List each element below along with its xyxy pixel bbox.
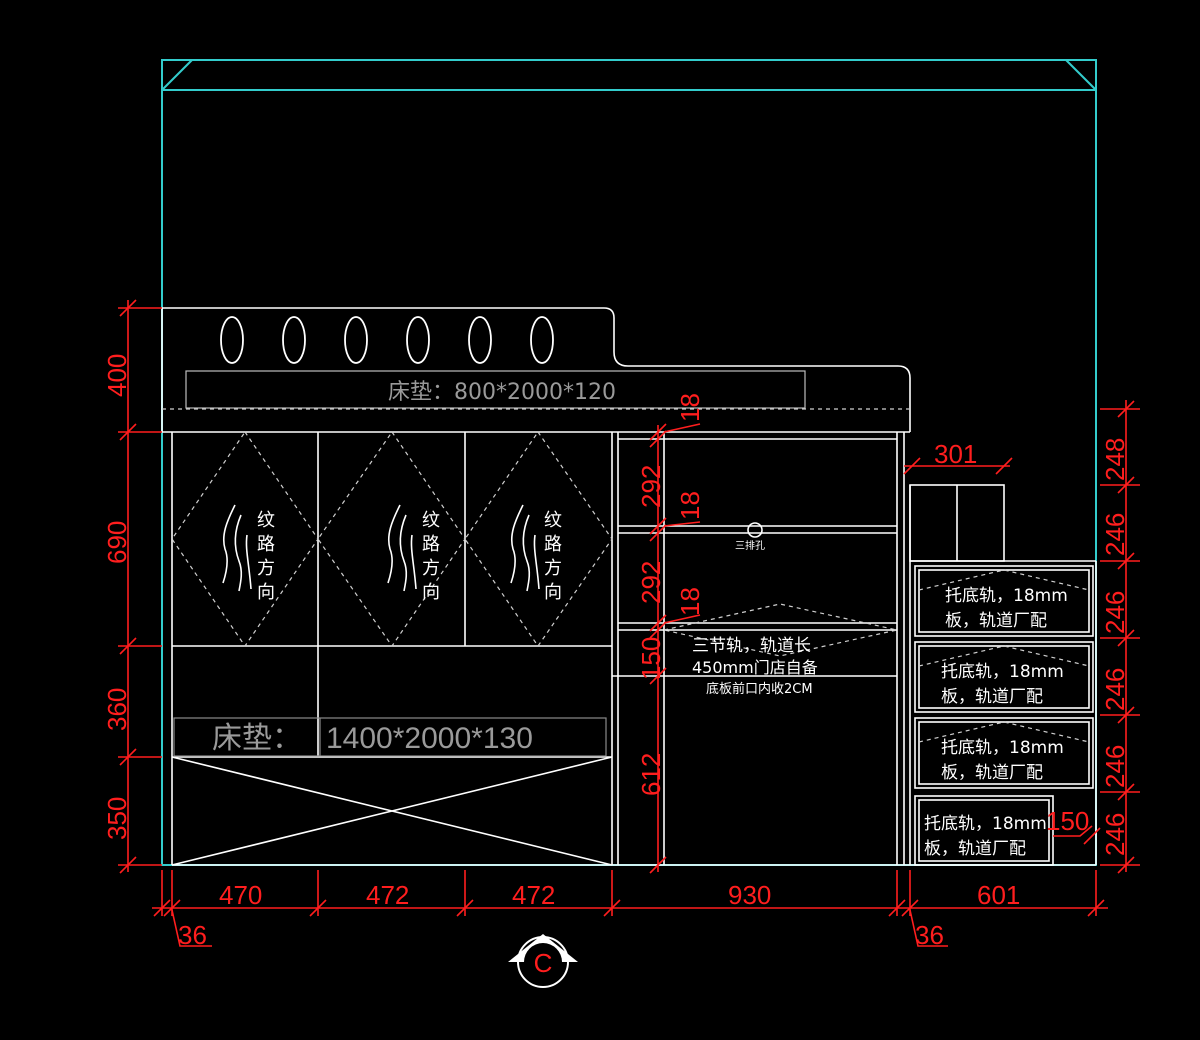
drawer-note: 板，轨道厂配: [924, 839, 1026, 859]
grain-char: 路: [544, 534, 562, 555]
dashed-lines: [162, 408, 1090, 743]
rail-note-line-2: 450mm门店自备: [692, 658, 818, 677]
dim-thickness-right: 36: [915, 920, 944, 950]
dim-left-400: 400: [102, 354, 132, 397]
dimension-labels: 400 690 360 350 18 292 18 292 18 150 612…: [102, 354, 1130, 950]
view-marker: C: [508, 934, 578, 988]
rail-note-line-3: 底板前口内收2CM: [706, 681, 813, 697]
grain-char: 方: [544, 558, 562, 579]
dim-right-248: 248: [1100, 438, 1130, 481]
drawer-note: 托底轨，18mm: [941, 738, 1064, 758]
dim-mid-18: 18: [675, 587, 705, 616]
lower-mattress-size: 1400*2000*130: [326, 722, 533, 755]
dim-mid-18: 18: [675, 393, 705, 422]
grain-char: 纹: [544, 510, 562, 531]
dim-bottom-930: 930: [728, 880, 771, 910]
dim-bottom-472: 472: [512, 880, 555, 910]
dim-mid-150: 150: [636, 637, 666, 680]
grain-direction-labels: 纹 路 方 向 纹 路 方 向 纹 路 方 向: [257, 510, 562, 603]
grain-char: 路: [257, 534, 275, 555]
grain-char: 纹: [257, 510, 275, 531]
view-marker-letter: C: [534, 948, 553, 978]
dimension-lines: [118, 299, 1140, 947]
upper-mattress-label: 床垫：800*2000*120: [388, 380, 616, 405]
headboard-ovals: [220, 316, 554, 364]
dim-right-246: 246: [1100, 668, 1130, 711]
grain-char: 向: [544, 582, 562, 603]
dim-right-246: 246: [1100, 513, 1130, 556]
hole-label: 三排孔: [735, 539, 765, 552]
grain-char: 方: [422, 558, 440, 579]
dim-right-246: 246: [1100, 745, 1130, 788]
rail-note-line-1: 三节轨，轨道长: [692, 636, 811, 656]
dim-bottom-472: 472: [366, 880, 409, 910]
grain-char: 路: [422, 534, 440, 555]
drawer-note: 托底轨，18mm: [945, 586, 1068, 606]
dim-mid-292: 292: [636, 561, 666, 604]
drawer-note: 板，轨道厂配: [941, 763, 1043, 783]
lower-mattress-prefix: 床垫：: [212, 721, 302, 756]
dim-left-360: 360: [102, 688, 132, 731]
drawer-note: 板，轨道厂配: [945, 611, 1047, 631]
grain-char: 方: [257, 558, 275, 579]
grain-char: 纹: [422, 510, 440, 531]
dim-mid-612: 612: [636, 753, 666, 796]
dim-bottom-470: 470: [219, 880, 262, 910]
dim-left-690: 690: [102, 521, 132, 564]
dim-bottom-601: 601: [977, 880, 1020, 910]
drawer-note: 板，轨道厂配: [941, 687, 1043, 707]
dim-step-301: 301: [934, 439, 977, 469]
lower-mattress-label: 床垫： 1400*2000*130: [173, 717, 607, 757]
dim-thickness-left: 36: [178, 920, 207, 950]
dim-right-246: 246: [1100, 591, 1130, 634]
drawer-notes: 托底轨，18mm 板，轨道厂配 托底轨，18mm 板，轨道厂配 托底轨，18mm…: [924, 586, 1068, 859]
drawer-note: 托底轨，18mm: [941, 662, 1064, 682]
grain-char: 向: [422, 582, 440, 603]
grain-char: 向: [257, 582, 275, 603]
dim-right-246: 246: [1100, 813, 1130, 856]
dim-mid-292: 292: [636, 465, 666, 508]
dim-step-150: 150: [1046, 806, 1089, 836]
grain-direction-icons: [222, 504, 540, 592]
dim-left-350: 350: [102, 797, 132, 840]
dim-mid-18: 18: [675, 491, 705, 520]
drawer-note: 托底轨，18mm: [924, 814, 1047, 834]
